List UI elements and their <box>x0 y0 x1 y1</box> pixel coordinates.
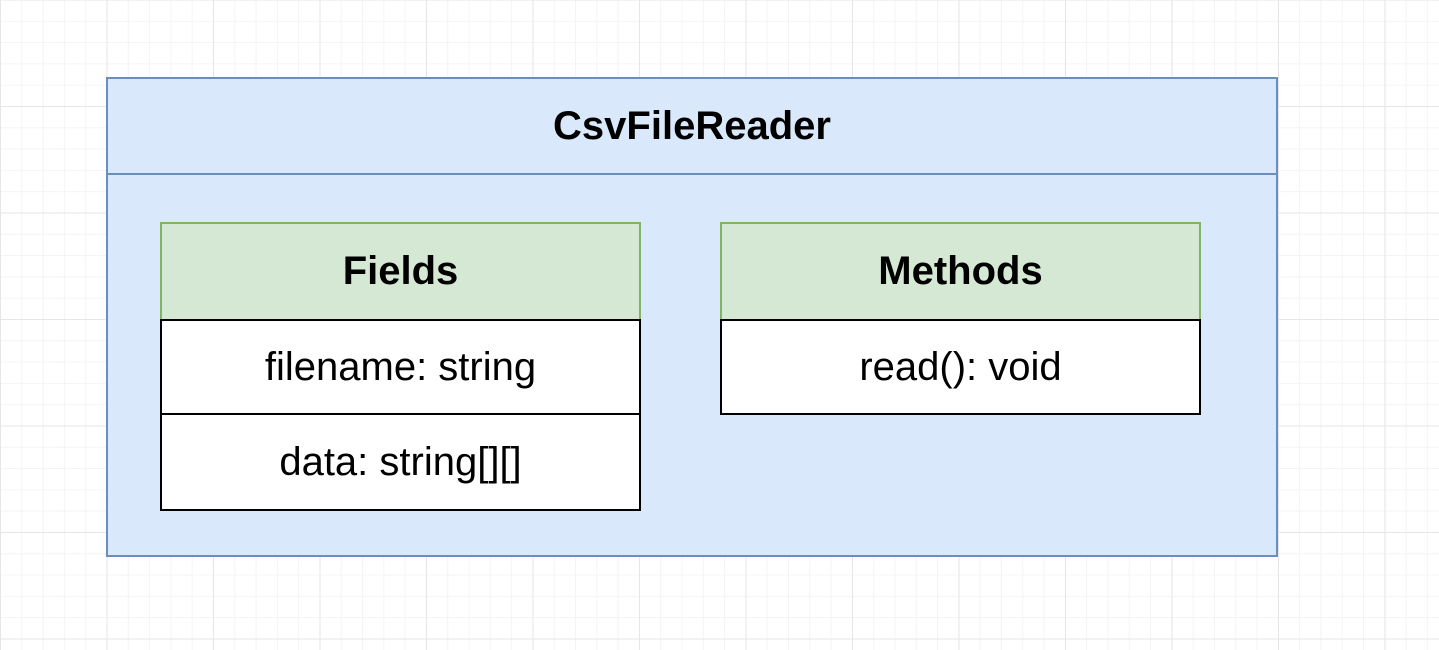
field-item-data[interactable]: data: string[][] <box>160 415 641 511</box>
class-box[interactable]: CsvFileReader Fields filename: string da… <box>106 77 1278 557</box>
class-name[interactable]: CsvFileReader <box>108 79 1276 175</box>
fields-header[interactable]: Fields <box>160 222 641 319</box>
field-item-filename[interactable]: filename: string <box>160 319 641 415</box>
methods-section[interactable]: Methods read(): void <box>720 222 1201 415</box>
method-item-read[interactable]: read(): void <box>720 319 1201 415</box>
methods-header[interactable]: Methods <box>720 222 1201 319</box>
fields-section[interactable]: Fields filename: string data: string[][] <box>160 222 641 511</box>
